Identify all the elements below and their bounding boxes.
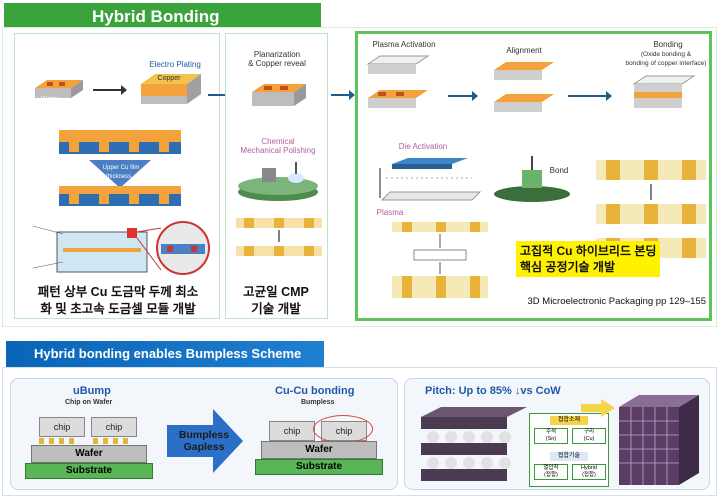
table1-head: 접합소재 (550, 416, 588, 425)
col1-caption: 패턴 상부 Cu 도금막 두께 최소 화 및 초고속 도금셀 모듈 개발 (37, 285, 199, 316)
table1-cell: 주석 (Sn) (534, 428, 568, 444)
bonding-diagram (632, 75, 696, 108)
plasma-activation-diagram (366, 55, 430, 108)
bonding-label: Bonding (653, 40, 683, 49)
chip-block: chip (269, 421, 315, 441)
plasma-label: Plasma (376, 208, 404, 217)
reference-text: 3D Microelectronic Packaging pp 129–155 (527, 296, 707, 307)
wafer-label: Wafer (41, 96, 60, 103)
hybrid-stack-3d (619, 395, 699, 485)
alignment-label: Alignment (506, 46, 542, 55)
chip-block: chip (39, 417, 85, 437)
alignment-diagram (494, 62, 554, 112)
electroplating-panel: Wafer Electro Plating Copper Upper Cu fi… (14, 33, 220, 319)
wafer-layer: Wafer (31, 445, 147, 463)
stacked-die-diagram (421, 407, 527, 481)
wafer-layer: Wafer (261, 441, 377, 459)
arrow-right-icon (581, 399, 615, 417)
table2-head: 접합기술 (550, 452, 588, 461)
substrate-layer: Substrate (25, 463, 153, 479)
chip-block: chip (91, 417, 137, 437)
table2-cell: 열압착 (접합) (534, 464, 568, 480)
pitch-panel: Pitch: Up to 85% ↓vs CoW 접합소재 주석 (Sn) 구리… (404, 378, 710, 490)
bonding-note: (Oxide bonding & bonding of copper inter… (625, 51, 707, 67)
electro-plating-label: Electro Plating (149, 60, 201, 69)
process-flow-diagram (392, 222, 488, 298)
pitch-title: Pitch: Up to 85% ↓vs CoW (425, 385, 561, 397)
plasma-activation-label: Plasma Activation (372, 40, 436, 49)
highlight-callout: 고집적 Cu 하이브리드 본딩 핵심 공정기술 개발 (516, 241, 661, 277)
arrow-right-icon (93, 85, 127, 95)
table1-cell: 구리 (Cu) (572, 428, 606, 444)
bottom-frame (2, 367, 717, 496)
col2-caption: 고균일 CMP 기술 개발 (243, 285, 309, 316)
cucu-diagram: chip chip Wafer Substrate (255, 415, 387, 487)
wafer-diagram-3 (252, 84, 306, 106)
bumpless-banner: Hybrid bonding enables Bumpless Scheme (6, 341, 324, 367)
film-cross-section (59, 130, 181, 206)
bottom-title: Hybrid bonding enables Bumpless Scheme (34, 346, 302, 361)
top-frame (2, 27, 717, 327)
bumpless-arrow (167, 409, 243, 473)
bumpless-comparison-panel: uBump Chip on Wafer chip chip Wafer Subs… (10, 378, 398, 490)
section-title: Hybrid Bonding (92, 7, 220, 26)
planarization-label: Planarization & Copper reveal (248, 50, 306, 68)
cucu-title: Cu-Cu bonding (275, 385, 355, 397)
hybrid-bonding-banner: Hybrid Bonding (4, 3, 321, 27)
cucu-subtitle: Bumpless (301, 399, 335, 406)
cmp-label: Chemical Mechanical Polishing (240, 137, 316, 155)
bond-label: Bond (549, 166, 569, 175)
die-activation-diagram (379, 158, 482, 201)
bond-diagram (494, 156, 570, 202)
film-thickness-label: Upper Cu film thickness ↓ (102, 165, 140, 180)
comparison-table: 접합소재 주석 (Sn) 구리 (Cu) 접합기술 열압착 (접합) Hybri… (529, 413, 609, 487)
cmp-panel: Planarization & Copper reveal Chemical M… (225, 33, 328, 319)
table2-cell: Hybrid (접합) (572, 464, 606, 480)
bonding-panel: Plasma Activation Alignment Bonding (Oxi… (355, 31, 712, 321)
ubump-title: uBump (73, 385, 111, 397)
ubump-diagram: chip chip Wafer Substrate (25, 411, 157, 487)
wafer-diagram-2 (141, 74, 201, 104)
substrate-layer: Substrate (255, 459, 383, 475)
bumpless-gapless-text: Bumpless Gapless (178, 429, 230, 453)
plating-cell-diagram (33, 221, 210, 275)
cmp-tool-diagram (238, 162, 318, 201)
cmp-steps-diagram (236, 218, 322, 256)
arrow-right-icon (331, 90, 355, 100)
ubump-subtitle: Chip on Wafer (65, 399, 113, 406)
bond-highlight-ellipse (313, 415, 373, 443)
wafer-diagram-1 (35, 80, 83, 98)
microbump-row (39, 438, 128, 444)
copper-label: Copper (157, 75, 181, 82)
die-activation-label: Die Activation (398, 142, 448, 151)
arrow-right-icon (448, 91, 478, 101)
arrow-right-icon (568, 91, 612, 101)
